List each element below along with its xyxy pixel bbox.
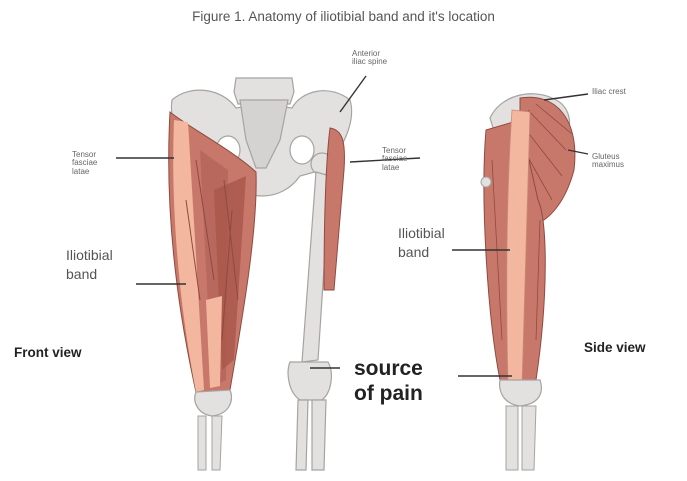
label-anterior-iliac-spine: Anterior iliac spine xyxy=(352,50,387,67)
label-gluteus-maximus: Gluteus maximus xyxy=(592,153,624,170)
label-side-view: Side view xyxy=(584,341,646,355)
side-view-drawing xyxy=(481,94,575,470)
label-front-view: Front view xyxy=(14,346,82,360)
label-tensor-fasciae-latae-mid: Tensor fasciae latae xyxy=(382,147,407,172)
leader-anterior-spine xyxy=(340,76,366,112)
label-tensor-fasciae-latae-left: Tensor fasciae latae xyxy=(72,151,97,176)
thigh-muscles-front xyxy=(169,112,256,470)
label-iliotibial-band-side: Iliotibial band xyxy=(398,224,445,262)
label-source-of-pain: source of pain xyxy=(354,356,423,406)
label-iliac-crest: Iliac crest xyxy=(592,88,626,96)
front-view-drawing xyxy=(169,78,352,470)
label-iliotibial-band-front: Iliotibial band xyxy=(66,246,113,284)
